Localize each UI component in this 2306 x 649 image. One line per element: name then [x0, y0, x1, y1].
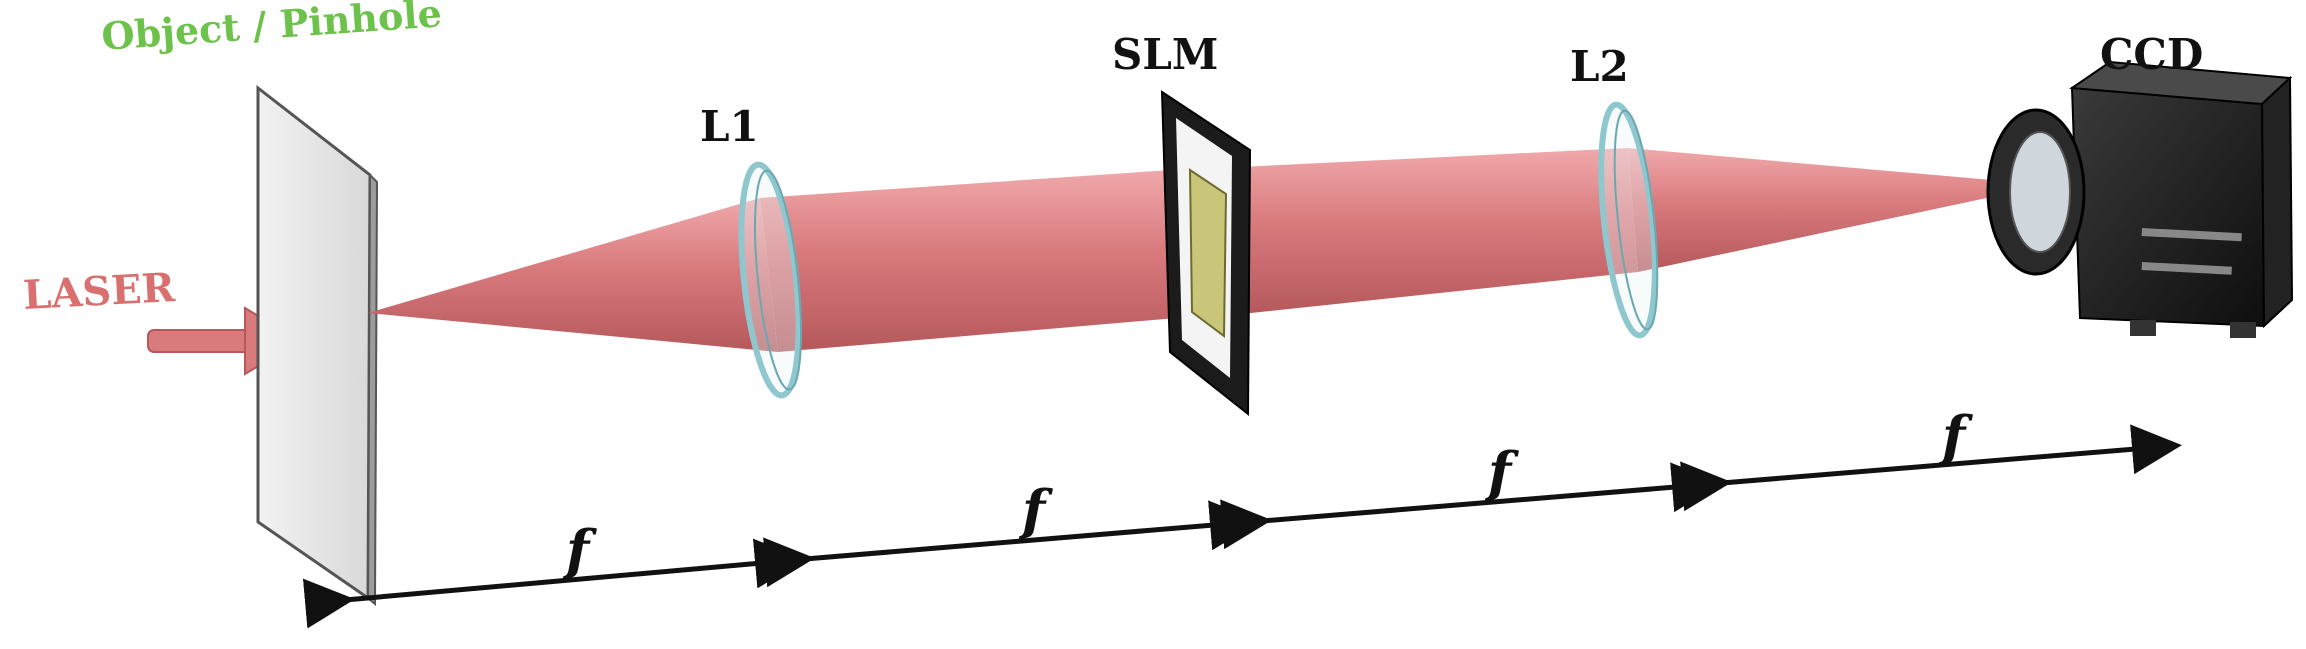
distance-label-1: f	[566, 518, 590, 582]
distance-arrow-1	[302, 538, 805, 629]
distance-label-2: f	[1022, 478, 1046, 542]
lens-l2-label: L2	[1570, 42, 1629, 91]
distance-arrows	[302, 424, 2182, 629]
distance-arrow-4	[1680, 424, 2182, 512]
laser-beam	[368, 148, 2048, 352]
lens-l1	[738, 161, 802, 399]
laser-label: LASER	[22, 264, 177, 319]
distance-arrow-3	[1220, 462, 1722, 550]
ccd-label: CCD	[2100, 30, 2204, 79]
object-plate	[256, 84, 379, 607]
distance-label-4: f	[1942, 404, 1966, 468]
slm-device	[1160, 90, 1252, 417]
lens-l1-label: L1	[700, 102, 759, 151]
distance-label-3: f	[1488, 440, 1512, 504]
distance-arrow-2	[763, 500, 1260, 588]
slm-label: SLM	[1112, 30, 1219, 79]
lens-l2	[1598, 101, 1659, 339]
ccd-camera	[1986, 60, 2294, 338]
